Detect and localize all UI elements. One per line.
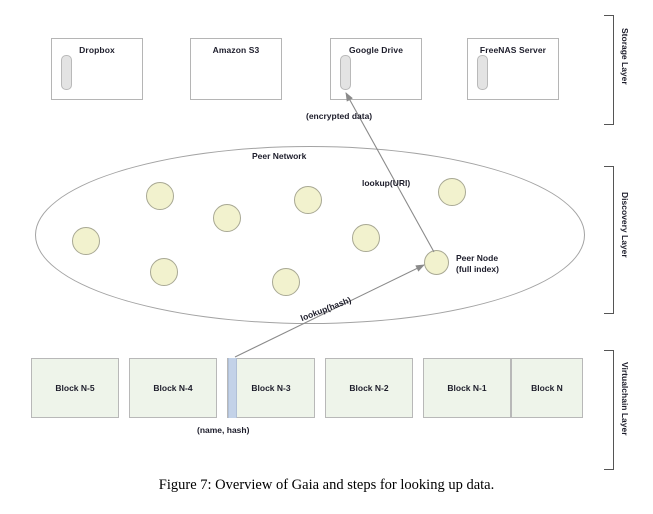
peer-node[interactable] — [272, 268, 300, 296]
block-label: Block N-4 — [153, 383, 193, 393]
block-label: Block N-1 — [447, 383, 487, 393]
virtualchain-layer-bracket-label: Virtualchain Layer — [620, 362, 630, 436]
storage-box-google-drive[interactable]: Google Drive — [330, 38, 422, 100]
drive-icon — [340, 55, 351, 90]
virtualchain-layer-bracket — [604, 350, 614, 470]
peer-network-ellipse — [35, 146, 585, 324]
block-label: Block N-3 — [251, 383, 291, 393]
block-label: Block N — [531, 383, 563, 393]
peer-node-full-index-label-line1: Peer Node — [456, 253, 499, 263]
block-box[interactable]: Block N-3 — [227, 358, 315, 418]
drive-icon — [61, 55, 72, 90]
peer-node[interactable] — [150, 258, 178, 286]
block-box[interactable]: Block N-2 — [325, 358, 413, 418]
storage-layer-bracket-label: Storage Layer — [620, 28, 630, 85]
storage-box-freenas-server[interactable]: FreeNAS Server — [467, 38, 559, 100]
storage-box-amazon-s3[interactable]: Amazon S3 — [190, 38, 282, 100]
peer-node[interactable] — [438, 178, 466, 206]
name-hash-transaction-marker — [228, 358, 237, 418]
encrypted-data-label: (encrypted data) — [306, 111, 373, 121]
block-label: Block N-2 — [349, 383, 389, 393]
figure-caption: Figure 7: Overview of Gaia and steps for… — [158, 477, 495, 493]
peer-network-title: Peer Network — [252, 151, 307, 161]
peer-node[interactable] — [72, 227, 100, 255]
storage-box-label: Dropbox — [79, 45, 115, 55]
block-box[interactable]: Block N-4 — [129, 358, 217, 418]
storage-box-label: FreeNAS Server — [479, 45, 547, 55]
peer-node[interactable] — [352, 224, 380, 252]
discovery-layer-bracket-label: Discovery Layer — [620, 192, 630, 258]
peer-node[interactable] — [213, 204, 241, 232]
block-box[interactable]: Block N — [511, 358, 583, 418]
storage-box-label: Google Drive — [348, 45, 404, 55]
peer-node[interactable] — [294, 186, 322, 214]
peer-node-full-index[interactable] — [424, 250, 449, 275]
block-box[interactable]: Block N-5 — [31, 358, 119, 418]
name-hash-label: (name, hash) — [197, 425, 250, 435]
drive-icon — [477, 55, 488, 90]
peer-node[interactable] — [146, 182, 174, 210]
storage-box-dropbox[interactable]: Dropbox — [51, 38, 143, 100]
storage-box-label: Amazon S3 — [212, 45, 260, 55]
block-box[interactable]: Block N-1 — [423, 358, 511, 418]
block-label: Block N-5 — [55, 383, 95, 393]
peer-node-full-index-label-line2: (full index) — [456, 264, 499, 274]
lookup-uri-label: lookup(URI) — [362, 178, 411, 188]
storage-layer-bracket — [604, 15, 614, 125]
discovery-layer-bracket — [604, 166, 614, 314]
